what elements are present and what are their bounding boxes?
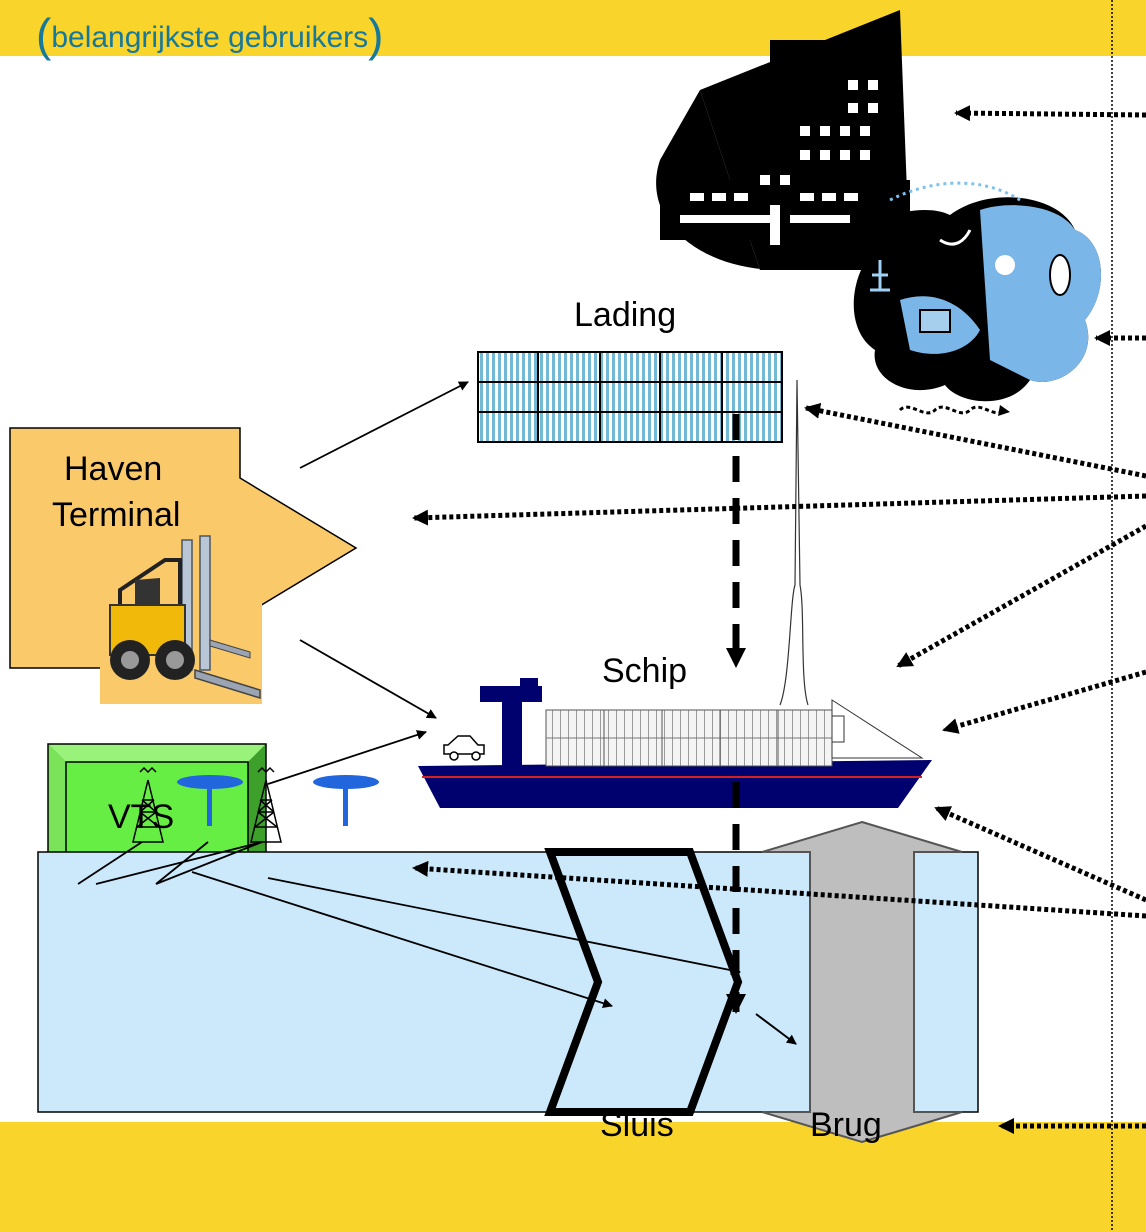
radar-antenna-icon: [177, 775, 243, 826]
subtitle-open-paren: (: [36, 9, 52, 61]
label-haven: Haven: [64, 450, 163, 488]
label-terminal: Terminal: [52, 496, 181, 534]
radar-antenna-icon: [313, 775, 379, 826]
radio-tower-icon: [250, 766, 282, 843]
slide-subtitle: (belangrijkste gebruikers): [36, 8, 384, 62]
subtitle-close-paren: ): [368, 9, 384, 61]
label-vts: VTS: [108, 798, 175, 836]
office-building-icon: [656, 10, 910, 270]
label-lading: Lading: [574, 296, 677, 334]
radio-tower-icon: [132, 766, 164, 843]
container-ship-icon: [418, 379, 932, 808]
subtitle-text: belangrijkste gebruikers: [51, 21, 369, 54]
sluis-chevron: [544, 848, 743, 1116]
information-flow-dotted: [412, 105, 1146, 1134]
label-brug: Brug: [810, 1106, 882, 1144]
label-schip: Schip: [602, 652, 688, 690]
cargo-container-icon: [477, 351, 783, 443]
business-collage-icon: [853, 181, 1102, 416]
forklift-icon: [109, 535, 261, 700]
label-sluis: Sluis: [600, 1106, 674, 1144]
bottom-band: [0, 1122, 1146, 1232]
solid-connectors: [77, 381, 741, 1009]
top-band: [0, 0, 1146, 56]
